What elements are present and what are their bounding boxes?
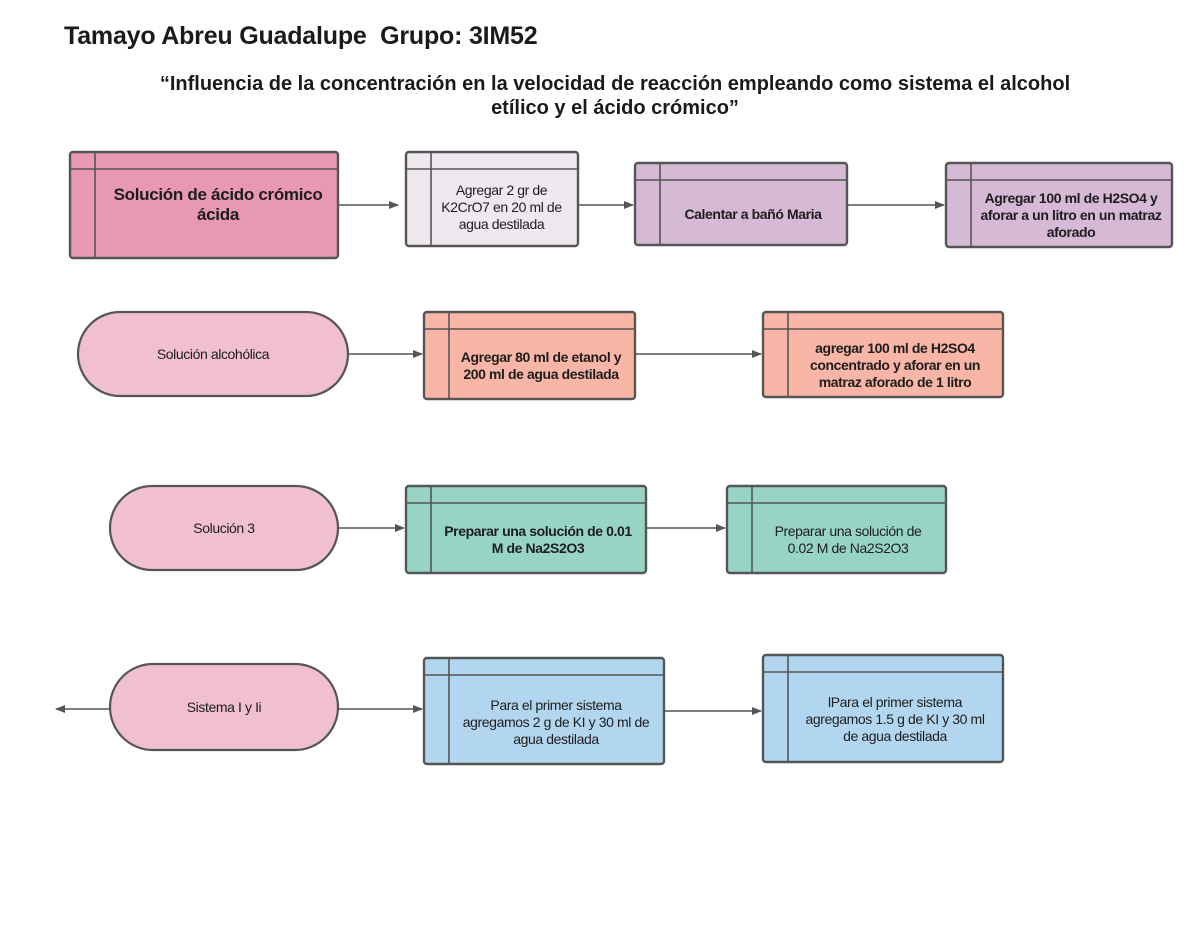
- process-shape: [761, 653, 1005, 764]
- node-alcoholica-0: [76, 310, 350, 398]
- node-label-solucion-acido-cromico: Solución de ácido crómico ácida: [113, 185, 323, 224]
- process-shape: [725, 484, 948, 575]
- node-sistema-2: [761, 653, 1005, 764]
- flowchart-nodes: [68, 150, 1174, 766]
- node-label-agregar-k2cro7: Agregar 2 gr de K2CrO7 en 20 ml de agua …: [441, 181, 562, 232]
- node-sistema-1: [422, 656, 666, 766]
- author-group-heading: Tamayo Abreu Guadalupe Grupo: 3IM52: [64, 22, 538, 50]
- node-label-sistema-i-y-ii: Sistema I y Ii: [186, 698, 262, 715]
- node-acido-cromico-0: [68, 150, 340, 260]
- node-label-preparar-002m: Preparar una solución de 0.02 M de Na2S2…: [774, 522, 922, 556]
- node-label-agregar-h2so4-concentrado: agregar 100 ml de H2SO4 concentrado y af…: [809, 339, 981, 390]
- node-acido-cromico-3: [944, 161, 1174, 249]
- node-label-solucion-3: Solución 3: [193, 519, 255, 536]
- document-title-line-1: “Influencia de la concentración en la ve…: [159, 73, 1071, 95]
- node-label-calentar-bano-maria: Calentar a bañó Maria: [684, 205, 822, 222]
- terminal-shape: [108, 662, 340, 752]
- process-shape: [404, 150, 580, 248]
- node-label-primer-sistema-2g: Para el primer sistema agregamos 2 g de …: [462, 696, 650, 747]
- node-label-solucion-alcoholica: Solución alcohólica: [156, 345, 270, 362]
- process-shape: [422, 656, 666, 766]
- node-solucion-3-1: [404, 484, 648, 575]
- node-label-primer-sistema-15g: lPara el primer sistema agregamos 1.5 g …: [805, 693, 985, 744]
- node-solucion-3-0: [108, 484, 340, 572]
- node-acido-cromico-1: [404, 150, 580, 248]
- node-acido-cromico-2: [633, 161, 849, 247]
- node-sistema-0: [108, 662, 340, 752]
- node-alcoholica-2: [761, 310, 1005, 399]
- node-solucion-3-2: [725, 484, 948, 575]
- node-label-preparar-001m: Preparar una solución de 0.01 M de Na2S2…: [444, 522, 632, 556]
- node-label-agregar-h2so4-aforar: Agregar 100 ml de H2SO4 y aforar a un li…: [980, 189, 1162, 240]
- terminal-shape: [108, 484, 340, 572]
- terminal-shape: [76, 310, 350, 398]
- node-alcoholica-1: [422, 310, 637, 401]
- process-shape: [633, 161, 849, 247]
- process-shape: [761, 310, 1005, 399]
- process-shape: [944, 161, 1174, 249]
- document-title: “Influencia de la concentración en la ve…: [60, 72, 1170, 120]
- node-label-agregar-etanol: Agregar 80 ml de etanol y 200 ml de agua…: [460, 348, 622, 382]
- process-shape: [68, 150, 340, 260]
- process-shape: [422, 310, 637, 401]
- flowchart-edges: [55, 201, 945, 715]
- process-shape: [404, 484, 648, 575]
- document-title-line-2: etílico y el ácido crómico”: [491, 97, 739, 119]
